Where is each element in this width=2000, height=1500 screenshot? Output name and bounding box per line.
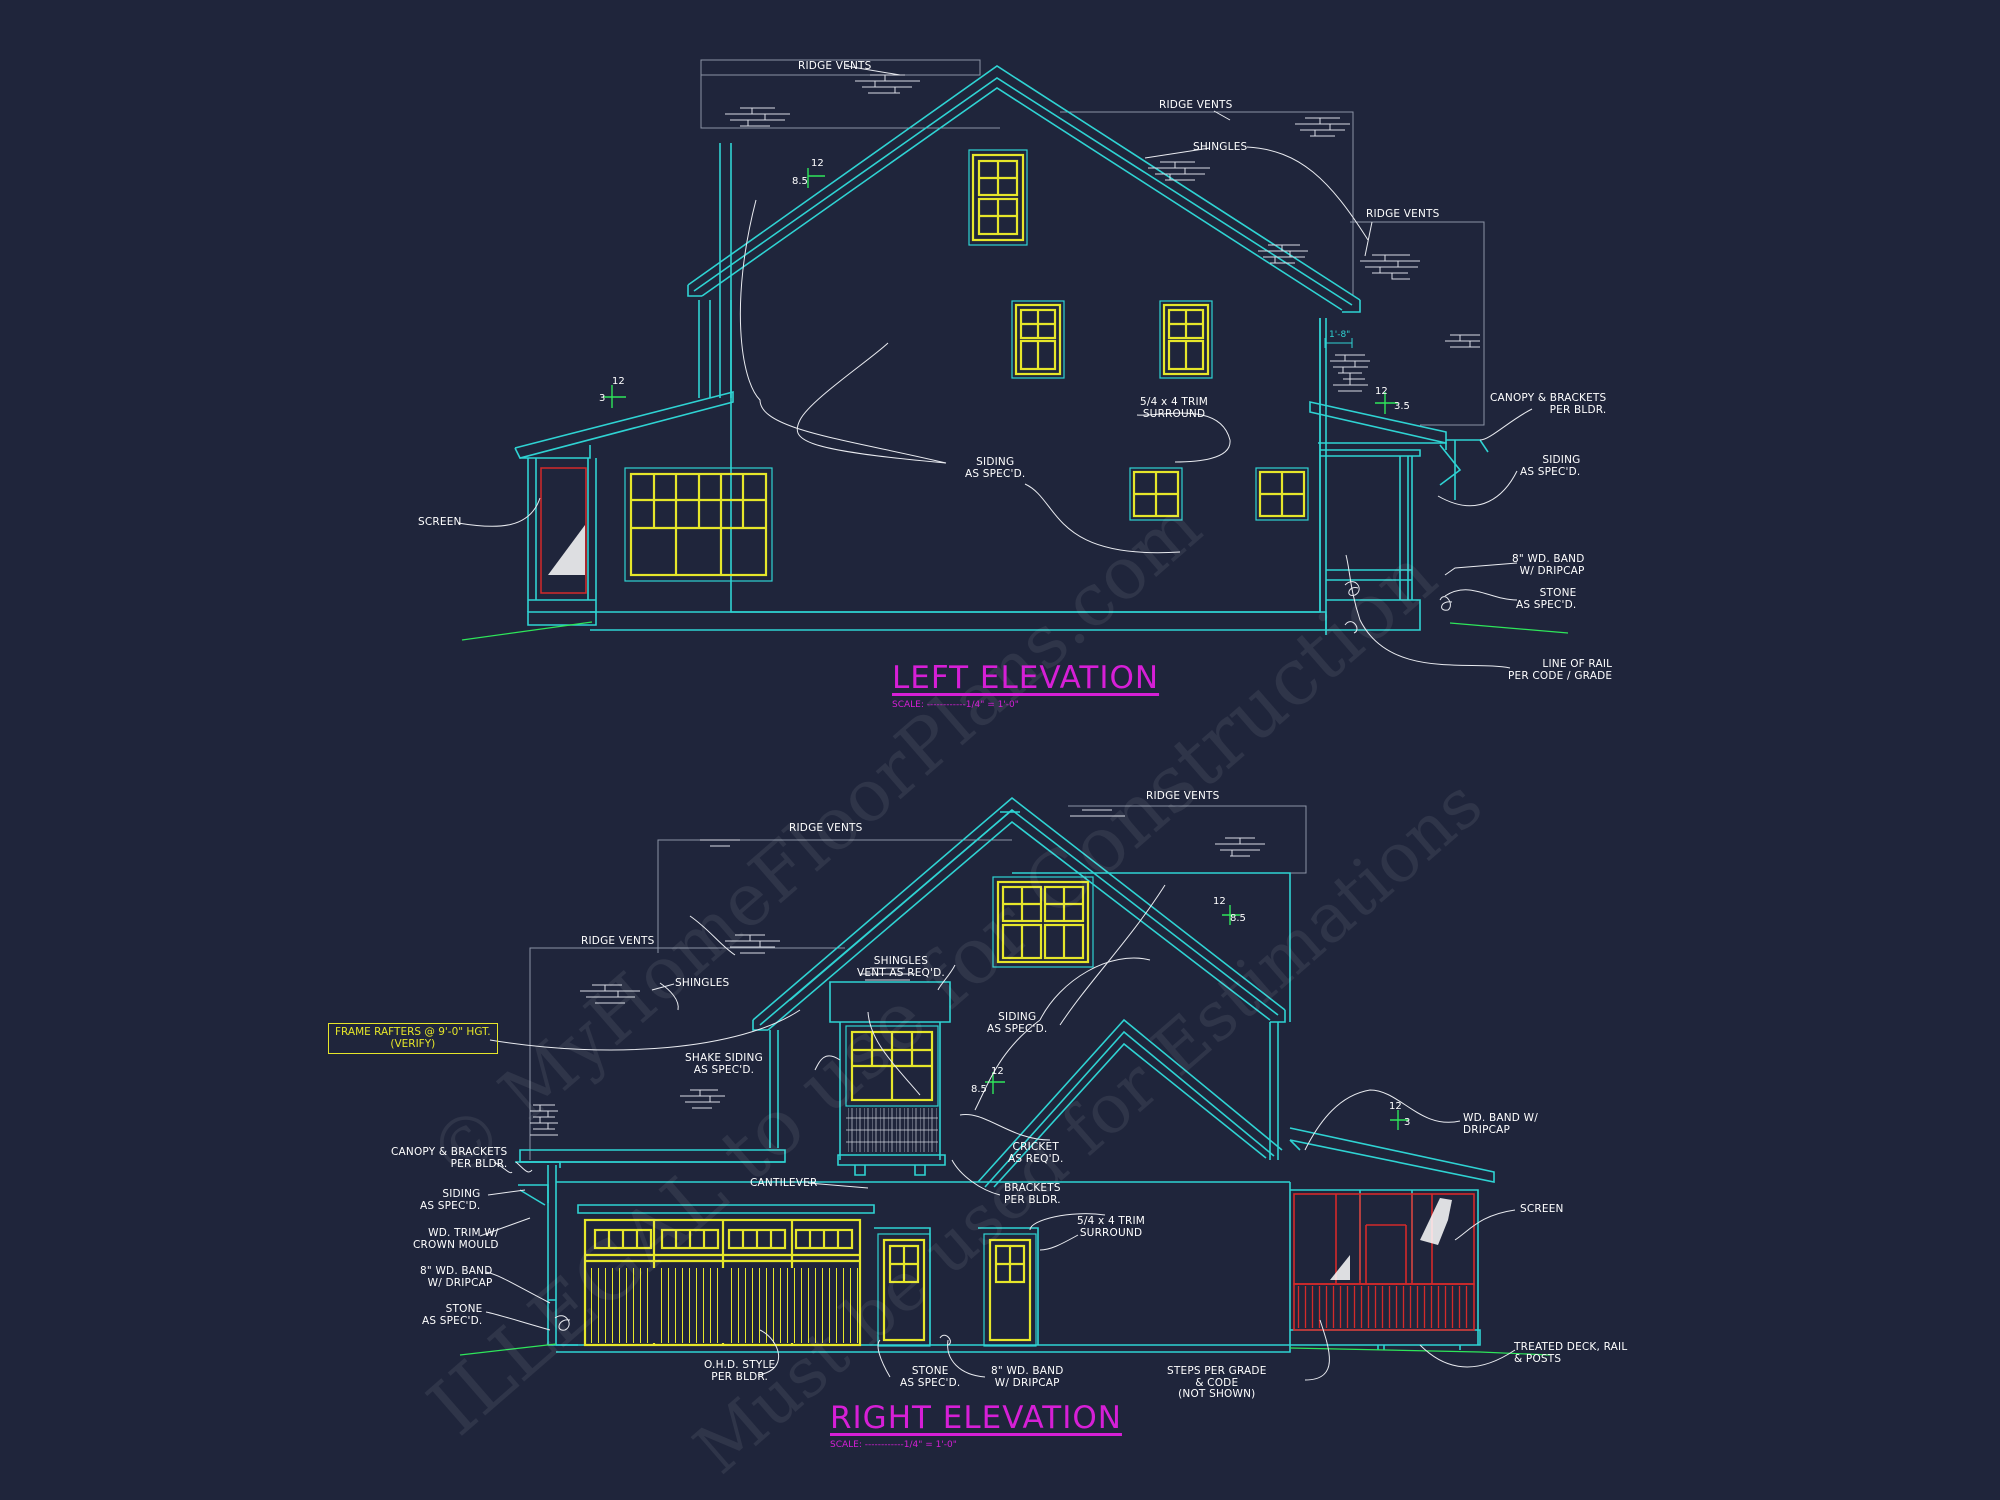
label-right-deck: TREATED DECK, RAIL & POSTS xyxy=(1514,1341,1628,1365)
right-screen xyxy=(1293,1193,1475,1331)
label-left-band: 8" WD. BAND W/ DRIPCAP xyxy=(1512,553,1585,577)
label-left-ridge-vents-1: RIDGE VENTS xyxy=(798,60,872,72)
label-right-ridge-vents-1: RIDGE VENTS xyxy=(789,822,863,834)
right-elevation-title: RIGHT ELEVATION xyxy=(830,1400,1122,1436)
label-right-stone-bottom: STONE AS SPEC'D. xyxy=(900,1365,961,1389)
right-elevation-scale: SCALE: ------------1/4" = 1'-0" xyxy=(830,1440,957,1450)
label-right-band-right: WD. BAND W/ DRIPCAP xyxy=(1463,1112,1538,1136)
label-left-ridge-vents-2: RIDGE VENTS xyxy=(1159,99,1233,111)
left-windows xyxy=(629,153,1306,577)
label-left-stone: STONE AS SPEC'D. xyxy=(1516,587,1577,611)
frame-rafters-note: FRAME RAFTERS @ 9'-0" HGT. (VERIFY) xyxy=(328,1023,498,1054)
label-right-band-bottom: 8" WD. BAND W/ DRIPCAP xyxy=(991,1365,1064,1389)
slope-right-right-rise: 12 xyxy=(1389,1101,1402,1112)
label-left-trim-surround: 5/4 x 4 TRIM SURROUND xyxy=(1140,396,1209,420)
label-right-shake-siding: SHAKE SIDING AS SPEC'D. xyxy=(685,1052,763,1076)
label-right-stone-left: STONE AS SPEC'D. xyxy=(422,1303,483,1327)
label-right-siding-center: SIDING AS SPEC'D. xyxy=(987,1011,1048,1035)
left-elevation-scale: SCALE: ------------1/4" = 1'-0" xyxy=(892,700,1019,710)
label-right-canopy: CANOPY & BRACKETS PER BLDR. xyxy=(391,1146,508,1170)
label-left-siding-center: SIDING AS SPEC'D. xyxy=(965,456,1026,480)
right-windows xyxy=(583,880,1090,1347)
label-right-trim-crown: WD. TRIM W/ CROWN MOULD xyxy=(413,1227,499,1251)
right-elevation xyxy=(515,796,1495,1353)
left-elevation xyxy=(514,59,1489,635)
slope-right-upper-run: 8.5 xyxy=(1230,913,1246,924)
label-right-ridge-vents-3: RIDGE VENTS xyxy=(581,935,655,947)
slope-right-mid-rise: 12 xyxy=(991,1066,1004,1077)
dimension-left: 1'-8" xyxy=(1329,330,1351,340)
label-right-ridge-vents-2: RIDGE VENTS xyxy=(1146,790,1220,802)
label-left-canopy: CANOPY & BRACKETS PER BLDR. xyxy=(1490,392,1607,416)
label-right-brackets: BRACKETS PER BLDR. xyxy=(1004,1182,1061,1206)
label-left-rail: LINE OF RAIL PER CODE / GRADE xyxy=(1508,658,1613,682)
label-right-cantilever: CANTILEVER xyxy=(750,1177,818,1189)
label-right-shingles-vent: SHINGLES VENT AS REQ'D. xyxy=(857,955,945,979)
label-right-shingles-left: SHINGLES xyxy=(675,977,730,989)
left-screen xyxy=(540,467,587,594)
label-left-shingles: SHINGLES xyxy=(1193,141,1248,153)
slope-left-lower-run: 3 xyxy=(599,393,606,404)
slope-left-right-run: 3.5 xyxy=(1394,401,1410,412)
label-left-ridge-vents-3: RIDGE VENTS xyxy=(1366,208,1440,220)
left-elevation-title: LEFT ELEVATION xyxy=(892,660,1160,696)
label-right-band-left: 8" WD. BAND W/ DRIPCAP xyxy=(420,1265,493,1289)
label-right-screen: SCREEN xyxy=(1520,1203,1564,1215)
label-left-screen: SCREEN xyxy=(418,516,462,528)
label-right-trim-surround: 5/4 x 4 TRIM SURROUND xyxy=(1077,1215,1146,1239)
label-left-siding-right: SIDING AS SPEC'D. xyxy=(1520,454,1581,478)
slope-right-mid-run: 8.5 xyxy=(971,1084,987,1095)
slope-right-upper-rise: 12 xyxy=(1213,896,1226,907)
slope-left-upper-run: 8.5 xyxy=(792,176,808,187)
label-right-cricket: CRICKET AS REQ'D. xyxy=(1008,1141,1064,1165)
slope-left-lower-rise: 12 xyxy=(612,376,625,387)
label-right-ohd: O.H.D. STYLE PER BLDR. xyxy=(704,1359,776,1383)
label-right-siding-left: SIDING AS SPEC'D. xyxy=(420,1188,481,1212)
slope-left-right-rise: 12 xyxy=(1375,386,1388,397)
label-right-steps: STEPS PER GRADE & CODE (NOT SHOWN) xyxy=(1167,1365,1267,1400)
right-brick-marks xyxy=(530,809,1265,1136)
slope-left-upper-rise: 12 xyxy=(811,158,824,169)
slope-right-right-run: 3 xyxy=(1404,1117,1411,1128)
left-brick-marks xyxy=(725,74,1480,392)
